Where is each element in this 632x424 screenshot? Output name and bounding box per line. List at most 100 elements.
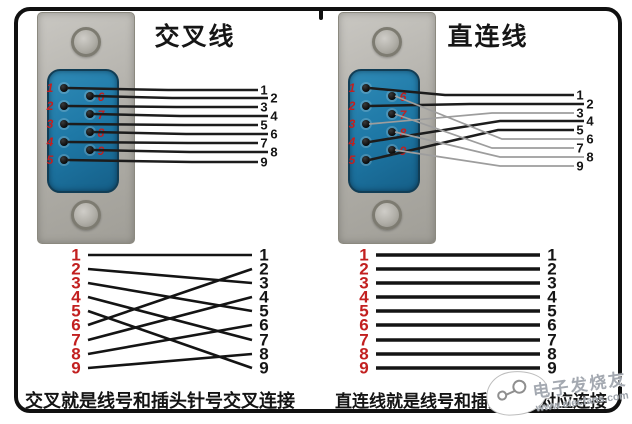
- diagram-wire-number: 8: [359, 344, 369, 364]
- outer-border: [14, 7, 622, 413]
- pin-dot: [388, 146, 396, 154]
- wire-number-label: 4: [586, 113, 594, 129]
- diagram-pin-number: 3: [259, 273, 269, 293]
- pin-dot: [362, 102, 370, 110]
- diagram-wire-number: 2: [359, 259, 369, 279]
- screw-icon: [71, 200, 101, 230]
- pin-dot: [60, 138, 68, 146]
- wire-number-label: 9: [576, 158, 584, 174]
- pin-number: 8: [399, 126, 407, 140]
- diagram-pin-number: 4: [259, 287, 269, 307]
- pin-dot: [388, 128, 396, 136]
- pin-number: 1: [46, 81, 54, 95]
- wire-number-label: 3: [576, 105, 584, 121]
- diagram-wire-number: 9: [359, 358, 369, 378]
- diagram-wire-number: 5: [71, 301, 81, 321]
- diagram-wire-number: 7: [71, 330, 81, 350]
- wire-number-label: 2: [270, 90, 278, 106]
- pin-dot: [60, 84, 68, 92]
- right-panel-title: 直连线: [447, 23, 529, 51]
- connector-face: [47, 69, 119, 193]
- diagram-wire-number: 6: [71, 315, 81, 335]
- pin-dot: [86, 146, 94, 154]
- pin-number: 5: [46, 153, 54, 167]
- diagram-pin-number: 7: [259, 330, 269, 350]
- pin-dot: [86, 92, 94, 100]
- pin-dot: [388, 92, 396, 100]
- screw-icon: [71, 27, 101, 57]
- diagram-pin-number: 1: [547, 245, 557, 265]
- diagram-pin-number: 8: [547, 344, 557, 364]
- pin-number: 4: [46, 135, 54, 149]
- wire-number-label: 6: [270, 126, 278, 142]
- pin-number: 7: [399, 108, 407, 122]
- blob-circle-large: [511, 379, 528, 395]
- wire-number-label: 7: [260, 135, 268, 151]
- pin-number: 7: [97, 108, 105, 122]
- wire-number-label: 5: [260, 117, 268, 133]
- diagram-pin-number: 3: [547, 273, 557, 293]
- wire-number-label: 2: [586, 96, 594, 112]
- pin-dot: [362, 84, 370, 92]
- pin-number: 3: [348, 117, 356, 131]
- panel-seam: [319, 7, 323, 20]
- pin-number: 3: [46, 117, 54, 131]
- diagram-pin-number: 6: [547, 315, 557, 335]
- pin-number: 1: [348, 81, 356, 95]
- pin-number: 9: [97, 144, 105, 158]
- pin-number: 2: [46, 99, 54, 113]
- diagram-wire-number: 2: [71, 259, 81, 279]
- pin-number: 9: [399, 144, 407, 158]
- diagram-wire-number: 3: [71, 273, 81, 293]
- pin-dot: [388, 110, 396, 118]
- diagram-pin-number: 6: [259, 315, 269, 335]
- pin-dot: [362, 138, 370, 146]
- screw-icon: [372, 27, 402, 57]
- pin-number: 2: [348, 99, 356, 113]
- pin-dot: [362, 120, 370, 128]
- wire-number-label: 4: [270, 108, 278, 124]
- diagram-pin-number: 7: [547, 330, 557, 350]
- diagram-pin-number: 5: [259, 301, 269, 321]
- diagram-wire-number: 3: [359, 273, 369, 293]
- diagram-wire-number: 6: [359, 315, 369, 335]
- connector-face: [348, 69, 420, 193]
- diagram-pin-number: 9: [547, 358, 557, 378]
- pin-dot: [86, 128, 94, 136]
- wire-number-label: 9: [260, 154, 268, 170]
- diagram-wire-number: 1: [359, 245, 369, 265]
- pin-dot: [86, 110, 94, 118]
- diagram-wire-number: 5: [359, 301, 369, 321]
- left-caption: 交叉就是线号和插头针号交叉连接: [25, 391, 295, 411]
- diagram-pin-number: 5: [547, 301, 557, 321]
- pin-dot: [362, 156, 370, 164]
- pin-number: 6: [399, 90, 407, 104]
- wire-number-label: 5: [576, 122, 584, 138]
- diagram-wire-number: 8: [71, 344, 81, 364]
- pin-number: 5: [348, 153, 356, 167]
- pin-number: 8: [97, 126, 105, 140]
- diagram-pin-number: 4: [547, 287, 557, 307]
- wire-number-label: 6: [586, 131, 594, 147]
- wire-number-label: 1: [260, 82, 268, 98]
- wire-number-label: 7: [576, 140, 584, 156]
- diagram-wire-number: 4: [71, 287, 81, 307]
- left-panel-title: 交叉线: [154, 23, 236, 51]
- screw-icon: [372, 200, 402, 230]
- diagram-pin-number: 8: [259, 344, 269, 364]
- diagram-wire-number: 1: [71, 245, 81, 265]
- diagram-wire-number: 7: [359, 330, 369, 350]
- diagram-pin-number: 9: [259, 358, 269, 378]
- wire-number-label: 1: [576, 87, 584, 103]
- diagram-pin-number: 1: [259, 245, 269, 265]
- diagram-pin-number: 2: [259, 259, 269, 279]
- pin-dot: [60, 102, 68, 110]
- diagram-wire-number: 9: [71, 358, 81, 378]
- pin-dot: [60, 156, 68, 164]
- pin-number: 6: [97, 90, 105, 104]
- wire-number-label: 3: [260, 99, 268, 115]
- wire-number-label: 8: [586, 149, 594, 165]
- diagram-wire-number: 4: [359, 287, 369, 307]
- wire-number-label: 8: [270, 144, 278, 160]
